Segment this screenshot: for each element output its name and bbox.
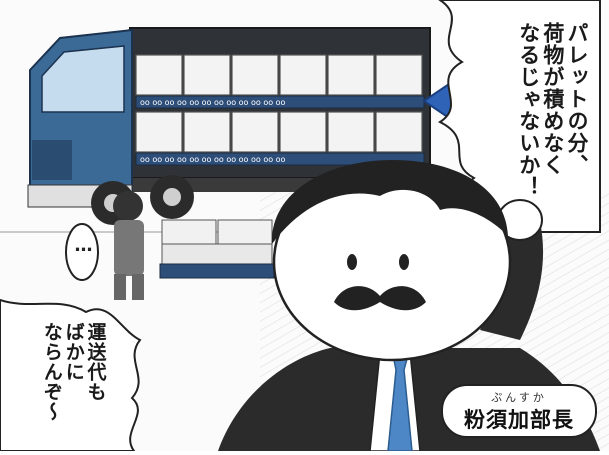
thought-bubble xyxy=(65,223,99,281)
narration-line-1: 運送代も xyxy=(84,322,107,402)
narration-line-3: ならんぞ〜 xyxy=(40,322,63,422)
speech-bubble-left xyxy=(0,298,142,452)
character-nameplate: ぷんすか 粉須加部長 xyxy=(441,384,597,438)
worker-character xyxy=(113,191,144,300)
manager-character xyxy=(218,160,600,452)
svg-text:oo oo oo oo oo oo oo oo oo oo: oo oo oo oo oo oo oo oo oo oo oo oo xyxy=(140,98,286,107)
pallet-icon xyxy=(159,219,275,279)
worker-thought-text: … xyxy=(73,235,94,256)
speech-line-1: パレットの分、 xyxy=(565,22,589,176)
name-title: 粉須加部長 xyxy=(464,408,574,432)
svg-text:oo oo oo oo oo oo oo oo oo oo: oo oo oo oo oo oo oo oo oo oo oo oo xyxy=(140,155,286,164)
speech-line-2: 荷物が積めなく xyxy=(540,22,565,176)
manager-speech-text: パレットの分、 荷物が積めなく なるじゃないか！ xyxy=(517,22,589,207)
truck-icon: oo oo oo oo oo oo oo oo oo oo oo oo oo o… xyxy=(27,27,431,225)
speech-line-3: なるじゃないか！ xyxy=(516,22,541,198)
narration-text: 運送代も ばかに ならんぞ〜 xyxy=(40,322,107,440)
narration-line-2: ばかに xyxy=(62,322,85,382)
name-ruby: ぷんすか xyxy=(491,391,547,404)
